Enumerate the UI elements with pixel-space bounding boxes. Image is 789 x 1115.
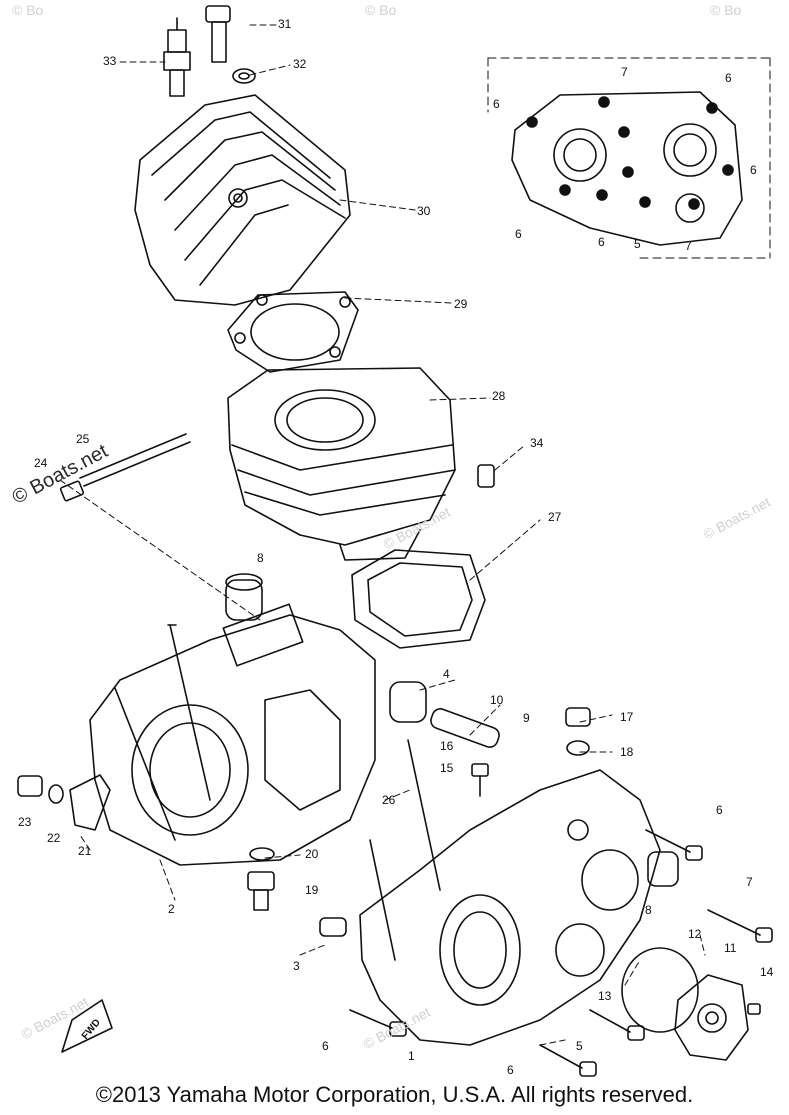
callout-8-lower: 8 (645, 903, 652, 917)
callout-1: 1 (408, 1049, 415, 1063)
callout-27: 27 (548, 510, 562, 524)
callout-21: 21 (78, 844, 92, 858)
watermark-faint-top-right: © Bo (710, 2, 742, 18)
callout-2: 2 (168, 902, 175, 916)
callout-9: 9 (523, 711, 530, 725)
bushing-lower (647, 851, 679, 887)
bolt-19 (247, 847, 275, 911)
callout-7-right: 7 (746, 875, 753, 889)
watermark-faint-top-left: © Bo (12, 2, 44, 18)
inset-callout-6-c: 6 (750, 163, 757, 177)
pin-10 (430, 708, 500, 748)
inset-callout-6-b: 6 (725, 71, 732, 85)
callout-34: 34 (530, 436, 544, 450)
callout-13: 13 (598, 989, 612, 1003)
inset-crankcase-view (487, 57, 771, 259)
inset-callout-5: 5 (634, 237, 641, 251)
callout-11: 11 (724, 941, 737, 955)
callout-31: 31 (278, 17, 292, 31)
callout-3: 3 (293, 959, 300, 973)
spark-plug (163, 17, 191, 97)
bushing-upper (225, 573, 263, 621)
callout-33: 33 (103, 54, 117, 68)
callout-14: 14 (760, 965, 774, 979)
leader-lines (59, 24, 706, 1046)
fwd-arrow (61, 999, 113, 1053)
callout-12: 12 (688, 927, 702, 941)
callout-29: 29 (454, 297, 468, 311)
left-small-parts (17, 774, 111, 831)
drain-plug (565, 707, 591, 756)
head-gasket (227, 291, 359, 373)
head-bolt (205, 5, 256, 84)
callout-6-right: 6 (716, 803, 723, 817)
callout-30: 30 (417, 204, 431, 218)
inset-callout-6-a: 6 (493, 97, 500, 111)
callout-10: 10 (490, 693, 504, 707)
callout-5: 5 (576, 1039, 583, 1053)
bushing-4 (389, 681, 427, 723)
callout-16: 16 (440, 739, 454, 753)
callout-4: 4 (443, 667, 450, 681)
callout-17: 17 (620, 710, 634, 724)
watermark-faint-top-center: © Bo (365, 2, 397, 18)
long-bolts (349, 829, 773, 1077)
callout-18: 18 (620, 745, 634, 759)
callout-22: 22 (47, 831, 61, 845)
callout-25: 25 (76, 432, 90, 446)
callout-20: 20 (305, 847, 319, 861)
callout-6-bottom-left: 6 (322, 1039, 329, 1053)
callout-28: 28 (492, 389, 506, 403)
crankcase-left (89, 603, 376, 866)
exploded-parts-diagram (17, 5, 773, 1077)
callout-15: 15 (440, 761, 454, 775)
copyright-notice: ©2013 Yamaha Motor Corporation, U.S.A. A… (95, 1082, 694, 1107)
callout-6-bottom: 6 (507, 1063, 514, 1077)
cylinder-base-gasket (351, 549, 486, 649)
cylinder (227, 367, 456, 561)
dowel-pin (477, 464, 495, 488)
bolt-15 (471, 763, 489, 797)
inset-callout-6-d: 6 (515, 227, 522, 241)
inset-callout-7-a: 7 (621, 65, 628, 79)
callout-32: 32 (293, 57, 307, 71)
cover-assembly (621, 947, 761, 1061)
crankcase-right (359, 739, 661, 1046)
inset-callout-7-b: 7 (685, 239, 692, 253)
callout-23: 23 (18, 815, 32, 829)
cylinder-head (134, 94, 351, 306)
callout-24: 24 (34, 456, 48, 470)
callout-26: 26 (382, 793, 396, 807)
callout-19: 19 (305, 883, 319, 897)
callout-8-upper: 8 (257, 551, 264, 565)
stud-and-nut (59, 433, 191, 502)
inset-callout-6-e: 6 (598, 235, 605, 249)
dowel-3 (319, 917, 347, 937)
